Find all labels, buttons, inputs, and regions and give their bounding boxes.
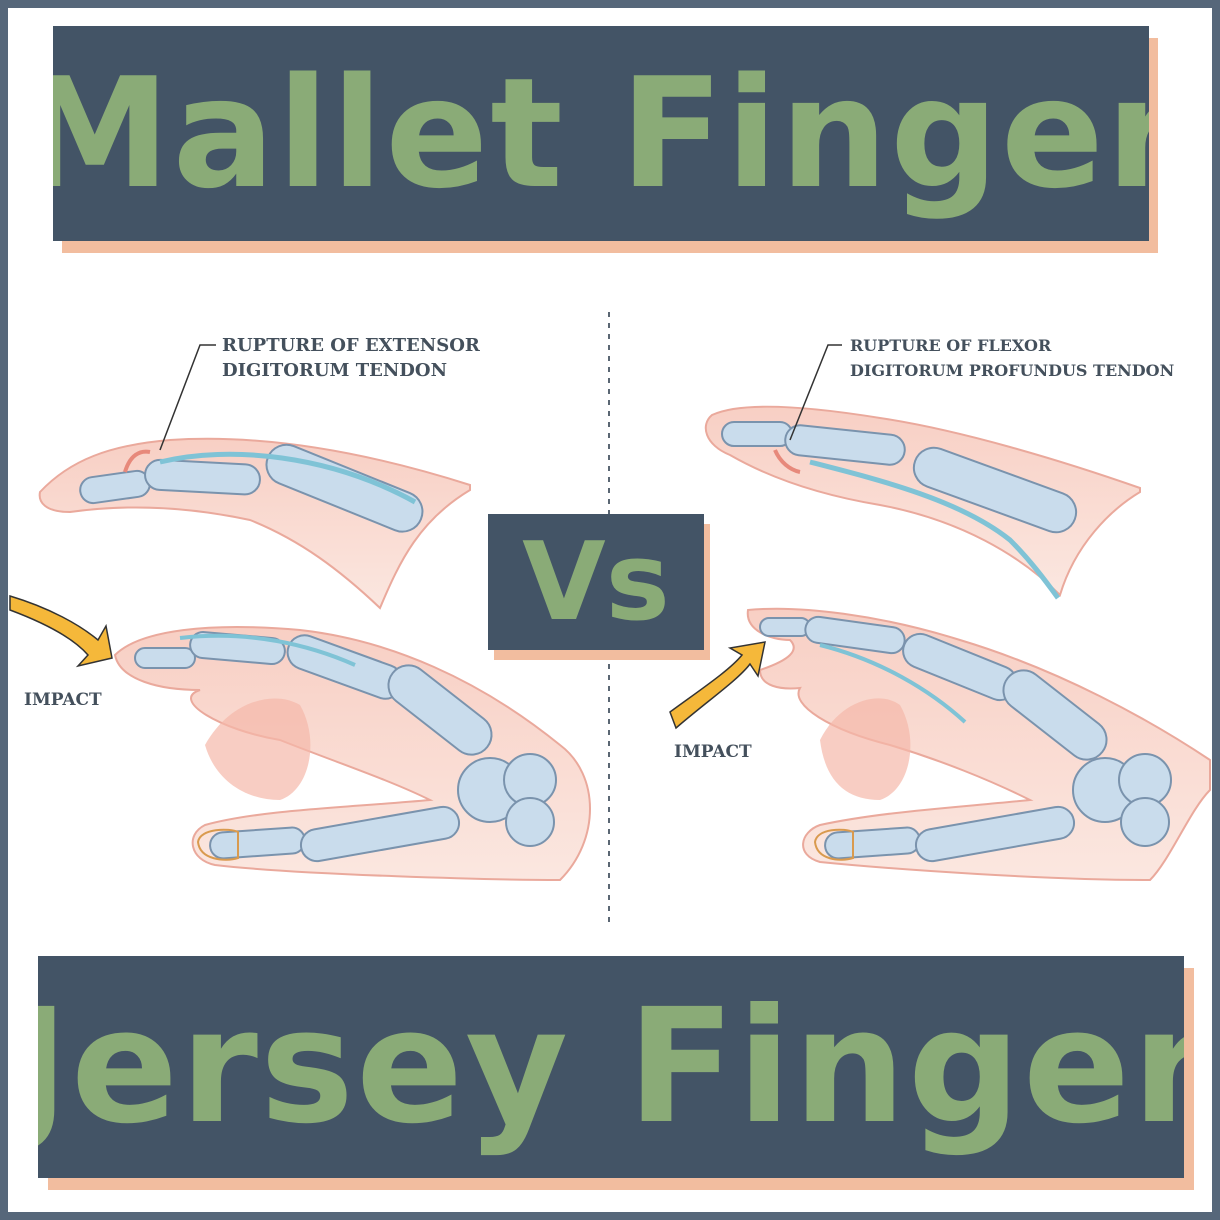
jersey-finger-top-illustration — [704, 344, 1141, 600]
mallet-rupture-label: RUPTURE OF EXTENSOR DIGITORUM TENDON — [222, 333, 480, 383]
bottom-title-banner: Jersey Finger — [38, 956, 1184, 1178]
mallet-label-line1: RUPTURE OF EXTENSOR — [222, 335, 480, 356]
mallet-impact-label: IMPACT — [24, 690, 102, 710]
jersey-label-line1: RUPTURE OF FLEXOR — [850, 336, 1052, 355]
top-title-banner: Mallet Finger — [53, 26, 1149, 241]
title-mallet-finger: Mallet Finger — [53, 45, 1149, 222]
mallet-label-line2: DIGITORUM TENDON — [222, 360, 448, 381]
jersey-label-line2: DIGITORUM PROFUNDUS TENDON — [850, 361, 1175, 380]
vs-box: Vs — [488, 514, 704, 650]
mallet-finger-hand-illustration — [9, 594, 591, 882]
vs-label: Vs — [522, 519, 670, 645]
jersey-rupture-label: RUPTURE OF FLEXOR DIGITORUM PROFUNDUS TE… — [850, 333, 1174, 383]
jersey-impact-label: IMPACT — [674, 742, 752, 762]
mallet-finger-top-illustration — [38, 344, 471, 610]
jersey-finger-hand-illustration — [669, 607, 1211, 882]
title-jersey-finger: Jersey Finger — [38, 975, 1184, 1159]
